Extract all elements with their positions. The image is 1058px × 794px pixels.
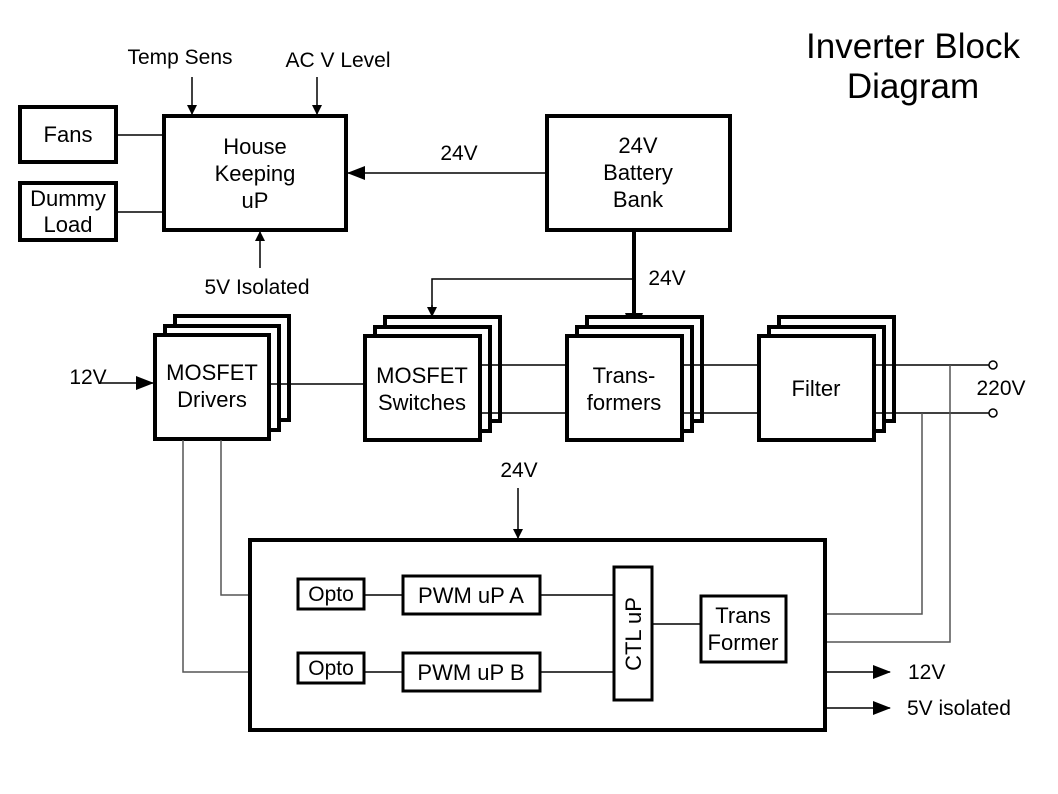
- battery-to-switches-line: [431, 278, 634, 315]
- pwm-a-label: PWM uP A: [418, 583, 524, 608]
- battery-label-2: Battery: [603, 160, 673, 185]
- housekeeping-block: [162, 114, 348, 232]
- battery-label-1: 24V: [618, 133, 657, 158]
- ctl-up-block: [612, 565, 654, 702]
- dummy-load-label-1: Dummy: [30, 186, 106, 211]
- opto-b-block: [296, 651, 366, 685]
- filter-stack: [757, 315, 896, 442]
- filter-label: Filter: [792, 376, 841, 401]
- diagram-title-line2: Diagram: [847, 67, 979, 106]
- pwm-b-block: [401, 651, 542, 693]
- opto-a-label: Opto: [308, 583, 354, 606]
- out-5v-label: 5V isolated: [907, 697, 1011, 720]
- opto-a-block: [296, 577, 366, 611]
- 5v-isolated-in-label: 5V Isolated: [204, 276, 309, 299]
- dummy-load-label-2: Load: [44, 212, 93, 237]
- battery-down-label: 24V: [648, 267, 685, 290]
- transformers-stack: [565, 315, 704, 442]
- control-24v-label: 24V: [500, 459, 537, 482]
- mosfet-drivers-label-1: MOSFET: [166, 360, 258, 385]
- 12v-in-label: 12V: [69, 366, 106, 389]
- pwm-b-label: PWM uP B: [417, 660, 524, 685]
- dummy-load-block: [18, 181, 118, 242]
- opto-b-label: Opto: [308, 657, 354, 680]
- fans-block: [18, 105, 118, 164]
- out-12v-label: 12V: [908, 661, 945, 684]
- battery-bank-block: [545, 114, 732, 232]
- ac-v-level-label: AC V Level: [285, 49, 390, 72]
- transformers-label-2: formers: [587, 390, 662, 415]
- mosfet-switches-stack: [363, 315, 502, 442]
- trans-former-label-2: Former: [708, 630, 779, 655]
- trans-former-block: [699, 594, 788, 664]
- feedback-line-2: [786, 413, 923, 615]
- output-terminal-2: [988, 408, 998, 418]
- output-terminal-1: [988, 360, 998, 370]
- transformers-label-1: Trans-: [593, 363, 656, 388]
- housekeeping-label-1: House: [223, 134, 287, 159]
- mosfet-drivers-label-2: Drivers: [177, 387, 247, 412]
- housekeeping-label-3: uP: [242, 188, 269, 213]
- diagram-title-line1: Inverter Block: [806, 27, 1020, 66]
- feedback-line-1: [786, 365, 951, 643]
- fans-label: Fans: [44, 122, 93, 147]
- temp-sens-label: Temp Sens: [127, 46, 232, 69]
- mosfet-switches-label-1: MOSFET: [376, 363, 468, 388]
- mosfet-switches-label-2: Switches: [378, 390, 466, 415]
- trans-former-label-1: Trans: [715, 603, 770, 628]
- housekeeping-label-2: Keeping: [215, 161, 296, 186]
- output-220v-label: 220V: [976, 377, 1025, 400]
- battery-to-housekeeping-label: 24V: [440, 142, 477, 165]
- battery-label-3: Bank: [613, 187, 664, 212]
- ctl-up-label: CTL uP: [621, 597, 646, 671]
- mosfet-drivers-stack: [153, 314, 291, 441]
